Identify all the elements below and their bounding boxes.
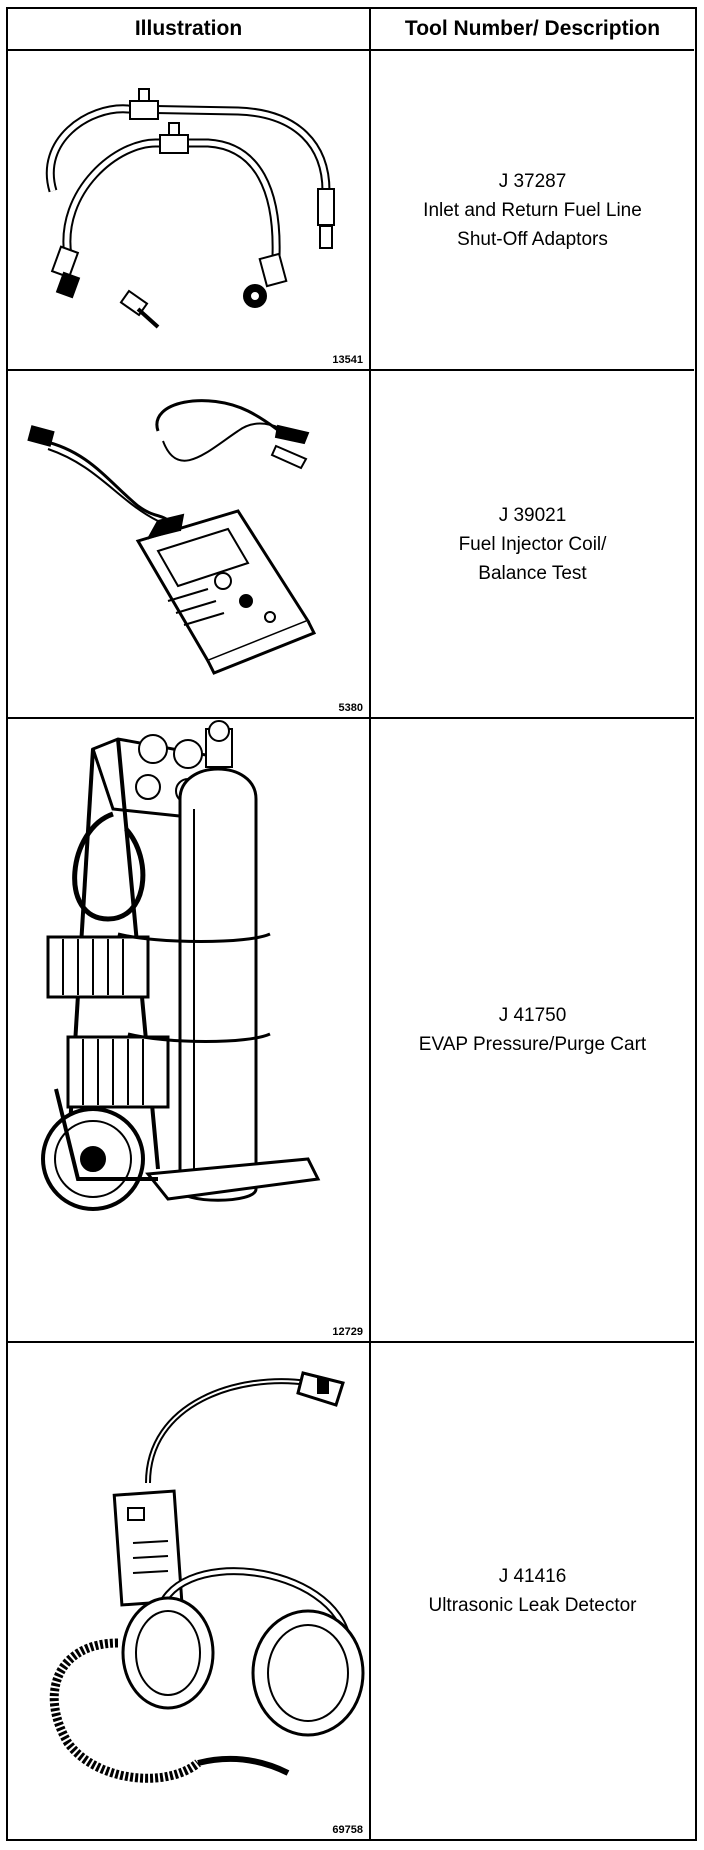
tool-description-line1: Fuel Injector Coil/ <box>458 533 607 555</box>
tool-table: Illustration Tool Number/ Description <box>6 7 697 1841</box>
illustration-cell: 13541 <box>8 51 371 369</box>
tool-description-line2: Shut-Off Adaptors <box>457 228 608 250</box>
tool-number: J 39021 <box>498 504 567 526</box>
tool-number: J 37287 <box>498 170 567 192</box>
header-illustration: Illustration <box>8 9 371 51</box>
tool-description-line2: Balance Test <box>478 562 587 584</box>
description-cell: J 41416 Ultrasonic Leak Detector <box>371 1343 694 1839</box>
tool-number: J 41750 <box>498 1005 567 1026</box>
illustration-cell: 69758 <box>8 1343 371 1839</box>
table-row: 12729 J 41750 EVAP Pressure/Purge Cart <box>8 719 694 1343</box>
tool-description-line1: EVAP Pressure/Purge Cart <box>418 1034 647 1055</box>
fuel-line-shutoff-adaptors-icon <box>45 88 335 329</box>
header-description: Tool Number/ Description <box>371 9 694 51</box>
tool-description-line1: Inlet and Return Fuel Line <box>423 199 642 221</box>
figure-number: 5380 <box>338 702 363 714</box>
description-cell: J 37287 Inlet and Return Fuel Line Shut-… <box>371 51 694 369</box>
purge-cart-icon <box>41 720 321 1211</box>
tool-number: J 41416 <box>498 1566 567 1587</box>
figure-number: 12729 <box>332 1326 363 1338</box>
description-cell: J 41750 EVAP Pressure/Purge Cart <box>371 719 694 1341</box>
tool-description-line1: Ultrasonic Leak Detector <box>428 1595 637 1616</box>
figure-number: 69758 <box>332 1824 363 1836</box>
table-row: 13541 J 37287 Inlet and Return Fuel Line… <box>8 51 694 371</box>
figure-number: 13541 <box>332 354 363 366</box>
table-row: 5380 J 39021 Fuel Injector Coil/ Balance… <box>8 371 694 719</box>
illustration-cell: 12729 <box>8 719 371 1341</box>
leak-detector-icon <box>49 1371 365 1783</box>
illustration-cell: 5380 <box>8 371 371 717</box>
description-cell: J 39021 Fuel Injector Coil/ Balance Test <box>371 371 694 717</box>
injector-tester-icon <box>27 399 317 675</box>
table-row: 69758 J 41416 Ultrasonic Leak Detector <box>8 1343 694 1839</box>
